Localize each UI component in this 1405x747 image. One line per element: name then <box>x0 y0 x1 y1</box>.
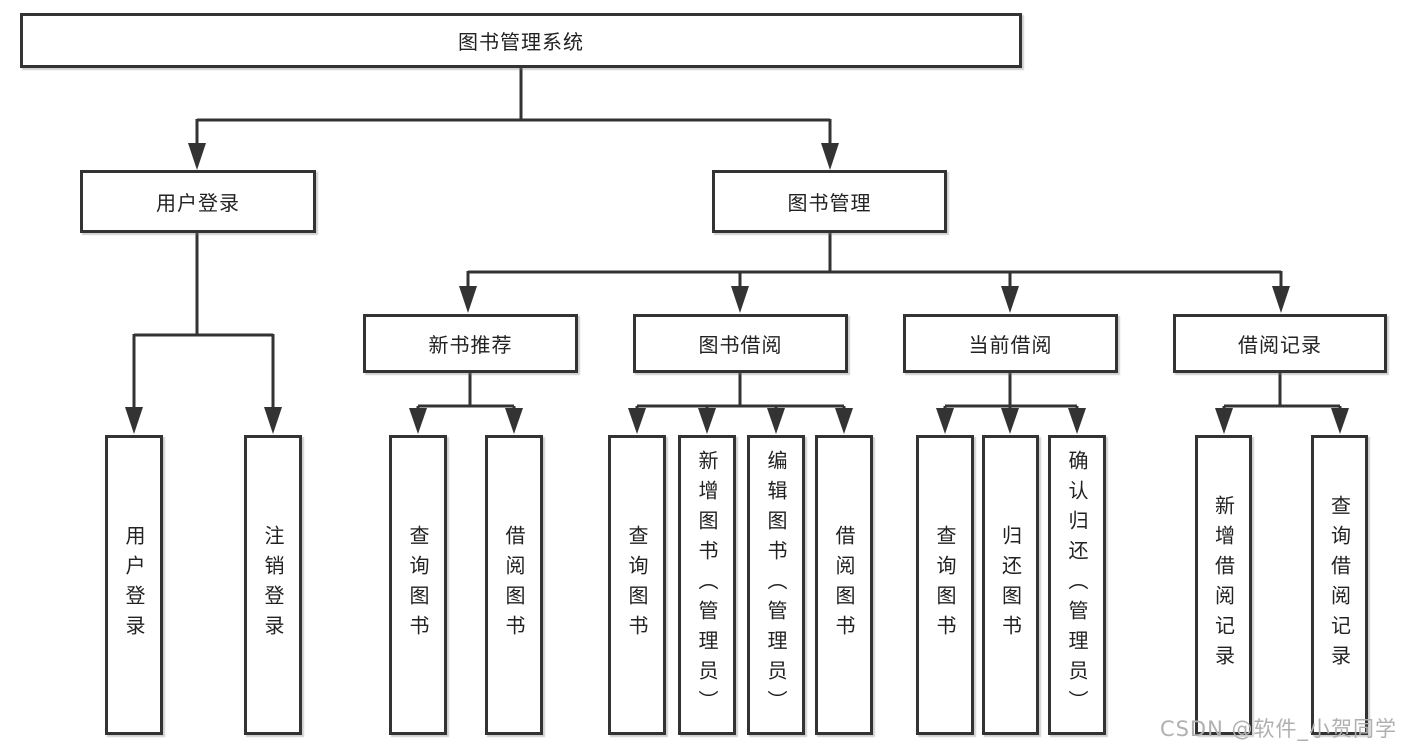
node-library-management-system: 图书管理系统 <box>20 13 1022 68</box>
node-leaf-query-borrow-record: 查询借阅记录 <box>1311 435 1368 735</box>
node-borrow-records: 借阅记录 <box>1173 314 1387 373</box>
node-label: 借阅图书 <box>832 525 856 645</box>
node-leaf-query-books-borrow: 查询图书 <box>608 435 666 735</box>
node-user-login: 用户登录 <box>80 170 316 233</box>
node-label: 新增图书（管理员） <box>695 450 719 720</box>
node-label: 图书管理 <box>787 191 872 215</box>
node-label: 用户登录 <box>156 191 240 215</box>
node-label: 归还图书 <box>998 525 1023 645</box>
node-leaf-edit-books-admin: 编辑图书（管理员） <box>747 435 805 735</box>
node-label: 注销登录 <box>261 525 285 645</box>
node-label: 借阅记录 <box>1238 333 1322 357</box>
node-label: 查询图书 <box>406 525 430 645</box>
node-leaf-borrow-books: 借阅图书 <box>815 435 873 735</box>
csdn-watermark: CSDN @软件_小贺同学 <box>1159 717 1397 741</box>
node-label: 新增借阅记录 <box>1211 495 1236 675</box>
node-leaf-borrow-books-recommend: 借阅图书 <box>485 435 543 735</box>
node-label: 确认归还（管理员） <box>1065 450 1089 720</box>
node-new-book-recommend: 新书推荐 <box>363 314 578 373</box>
node-label: 新书推荐 <box>428 333 513 357</box>
node-label: 编辑图书（管理员） <box>764 450 788 720</box>
node-leaf-add-borrow-record: 新增借阅记录 <box>1195 435 1252 735</box>
node-label: 查询借阅记录 <box>1327 495 1352 675</box>
node-current-borrow: 当前借阅 <box>903 314 1118 373</box>
node-label: 当前借阅 <box>968 333 1053 357</box>
node-leaf-user-login: 用户登录 <box>105 435 163 735</box>
node-leaf-confirm-return-admin: 确认归还（管理员） <box>1048 435 1106 735</box>
node-label: 查询图书 <box>933 525 957 645</box>
node-label: 图书借阅 <box>698 333 783 357</box>
node-label: 用户登录 <box>122 525 146 645</box>
node-leaf-add-books-admin: 新增图书（管理员） <box>678 435 736 735</box>
node-leaf-return-books: 归还图书 <box>982 435 1039 735</box>
node-label: 图书管理系统 <box>458 30 584 54</box>
node-leaf-query-books-recommend: 查询图书 <box>389 435 447 735</box>
node-leaf-logout: 注销登录 <box>244 435 302 735</box>
node-leaf-query-books-current: 查询图书 <box>916 435 974 735</box>
node-label: 借阅图书 <box>502 525 526 645</box>
node-label: 查询图书 <box>625 525 649 645</box>
node-book-borrow: 图书借阅 <box>633 314 848 373</box>
node-book-management: 图书管理 <box>712 170 947 233</box>
